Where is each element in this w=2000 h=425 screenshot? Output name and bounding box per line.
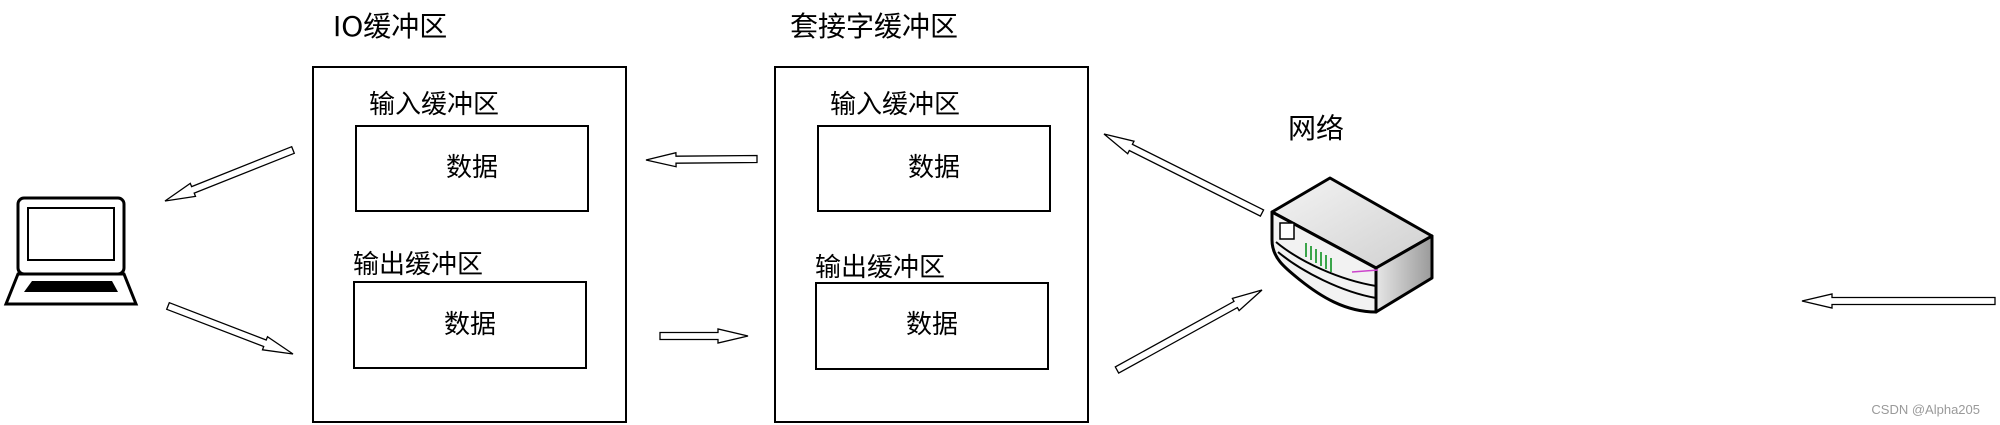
io-input-buffer-box bbox=[355, 125, 589, 212]
io-input-buffer-label: 输入缓冲区 bbox=[369, 90, 499, 120]
arrow-socket-to-network bbox=[1114, 289, 1263, 374]
socket-buffer-title: 套接字缓冲区 bbox=[790, 10, 958, 43]
watermark: CSDN @Alpha205 bbox=[1871, 402, 1980, 417]
socket-input-buffer-label: 输入缓冲区 bbox=[830, 90, 960, 120]
arrow-laptop-to-io bbox=[165, 301, 294, 355]
io-buffer-title: IO缓冲区 bbox=[333, 10, 447, 43]
arrow-incoming-far-right bbox=[1801, 293, 1996, 309]
io-output-buffer-label: 输出缓冲区 bbox=[353, 250, 483, 280]
arrow-io-to-laptop bbox=[164, 145, 296, 202]
arrow-network-to-socket bbox=[1103, 133, 1265, 217]
socket-output-data-label: 数据 bbox=[906, 310, 958, 340]
socket-input-buffer-box bbox=[817, 125, 1051, 212]
arrow-io-to-socket bbox=[659, 328, 749, 344]
network-label: 网络 bbox=[1288, 112, 1344, 145]
io-output-data-label: 数据 bbox=[444, 310, 496, 340]
laptop-icon bbox=[3, 196, 139, 306]
io-output-buffer-box bbox=[353, 281, 587, 369]
network-router-icon bbox=[1270, 176, 1434, 314]
socket-output-buffer-label: 输出缓冲区 bbox=[815, 253, 945, 283]
io-input-data-label: 数据 bbox=[446, 153, 498, 183]
socket-input-data-label: 数据 bbox=[908, 153, 960, 183]
arrows-group bbox=[164, 133, 1996, 374]
socket-output-buffer-box bbox=[815, 282, 1049, 370]
arrow-socket-to-io bbox=[645, 151, 758, 168]
